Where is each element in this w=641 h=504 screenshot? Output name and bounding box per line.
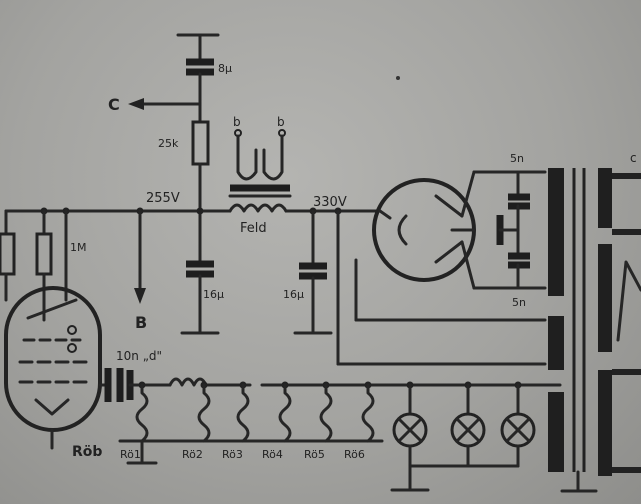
node-b-label: B [135,313,147,332]
resistor-1m-label: 1M [70,241,87,254]
tube-anode [26,298,78,320]
lamp-3 [500,383,536,448]
feld-label: Feld [240,221,267,236]
lamp-2 [450,383,486,448]
tap-wire-right [262,134,284,181]
resistor-left [0,232,16,276]
core-right-1 [598,168,612,228]
resistor-25k [191,120,210,166]
roe2-label: Rö2 [182,448,203,461]
voltage-255: 255V [146,191,180,206]
transformer-winding-1 [548,168,564,296]
cap-10n-label: 10n „d" [116,349,162,363]
tube-roeb-label: Röb [72,444,102,460]
roe1-label: Rö1 [120,448,141,461]
arrow-b [134,288,146,304]
field-coil [228,203,288,213]
tap-b-left: b [233,115,241,129]
node-c-label: C [108,95,120,114]
cap-5n-top-label: 5n [510,152,524,165]
cap-5n-bot-label: 5n [512,296,526,309]
cap-8u-label: 8µ [218,62,232,75]
choke-coil [168,377,208,387]
transformer-winding-2 [548,316,564,370]
arrow-c [128,98,144,110]
roe5-label: Rö5 [304,448,325,461]
heater-roe1 [135,383,149,443]
lamp-1 [392,383,428,448]
crt-cathode [397,214,408,246]
cap-16a-label: 16µ [203,288,224,301]
resistor-1m [35,232,53,276]
transformer-winding-3 [548,392,564,472]
roe6-label: Rö6 [344,448,365,461]
voltage-330: 330V [313,195,347,210]
edge-c-label: c [630,151,637,165]
tap-wire-left [236,134,258,181]
resistor-25k-label: 25k [158,137,179,150]
cap-16b-label: 16µ [283,288,304,301]
tap-b-right: b [277,115,285,129]
roe4-label: Rö4 [262,448,283,461]
roe3-label: Rö3 [222,448,243,461]
